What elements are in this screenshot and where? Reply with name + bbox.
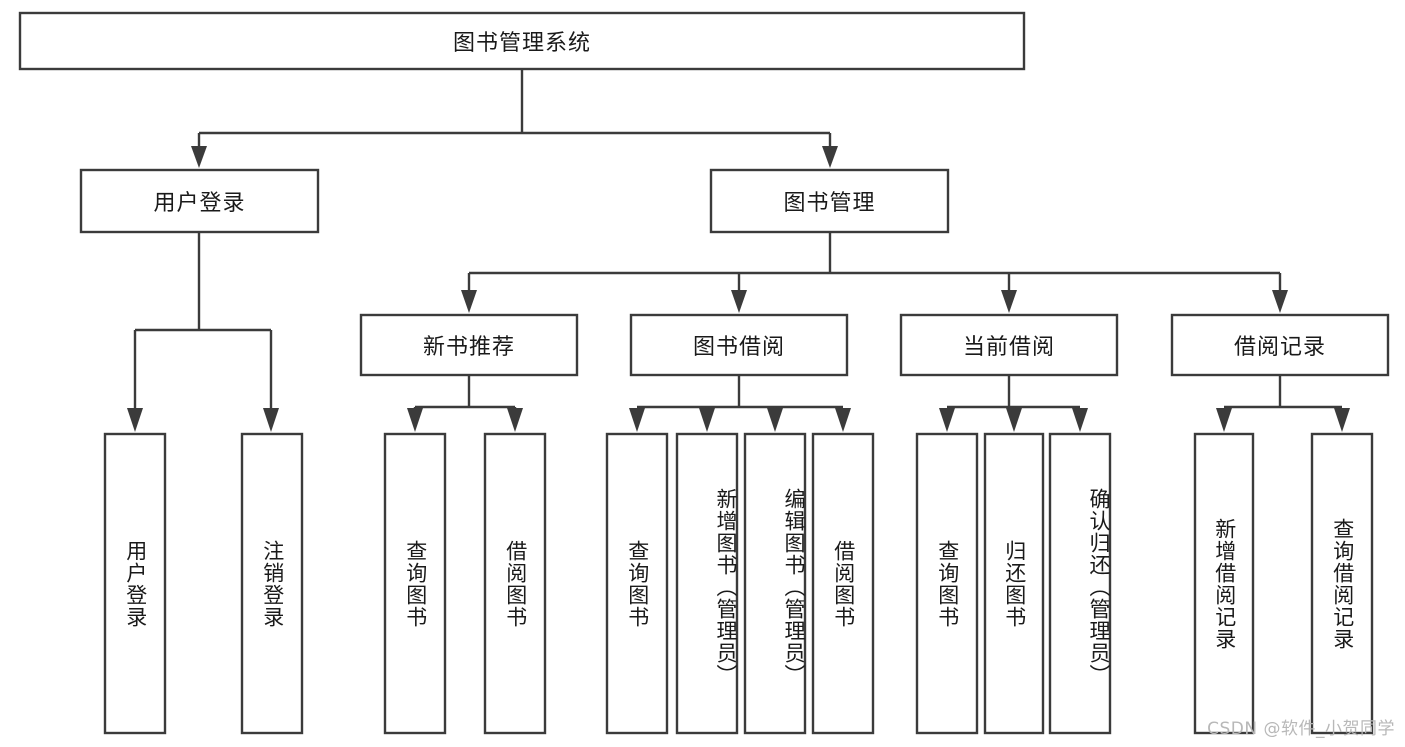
connector-group-bookmanage — [461, 232, 1288, 313]
node-box-leaf-borrow-book-2[interactable] — [811, 432, 875, 735]
connector-group-newbook — [407, 375, 523, 432]
arrow-root-to-userlogin — [191, 146, 207, 168]
node-box-new-book-recommend[interactable] — [359, 313, 579, 377]
node-box-leaf-query-book-2[interactable] — [605, 432, 669, 735]
arrow-borrowrecord-leaf-1 — [1216, 408, 1232, 432]
node-box-leaf-add-book[interactable] — [675, 432, 739, 735]
arrow-bm-to-bookborrow — [731, 290, 747, 313]
arrow-currentborrow-leaf-2 — [1006, 408, 1022, 432]
node-box-leaf-query-book-1[interactable] — [383, 432, 447, 735]
connector-group-userlogin — [127, 232, 279, 432]
node-box-current-borrow[interactable] — [899, 313, 1119, 377]
arrow-currentborrow-leaf-3 — [1072, 408, 1088, 432]
connector-group-currentborrow — [939, 375, 1088, 432]
arrow-bookborrow-leaf-2 — [699, 408, 715, 432]
arrow-newbook-leaf-1 — [407, 408, 423, 432]
arrow-bm-to-currentborrow — [1001, 290, 1017, 313]
csdn-watermark: CSDN @软件_小贺同学 — [1207, 719, 1395, 739]
node-box-leaf-user-login[interactable] — [103, 432, 167, 735]
arrow-userlogin-leaf-1 — [127, 408, 143, 432]
node-box-book-manage[interactable] — [709, 168, 950, 234]
arrow-userlogin-leaf-2 — [263, 408, 279, 432]
arrow-bookborrow-leaf-3 — [767, 408, 783, 432]
connector-group-borrowrecord — [1216, 375, 1350, 432]
node-box-leaf-borrow-book-1[interactable] — [483, 432, 547, 735]
node-box-book-borrow[interactable] — [629, 313, 849, 377]
connector-group-bookborrow — [629, 375, 851, 432]
node-box-leaf-query-book-3[interactable] — [915, 432, 979, 735]
arrow-currentborrow-leaf-1 — [939, 408, 955, 432]
arrow-bookborrow-leaf-1 — [629, 408, 645, 432]
arrow-bm-to-borrowrecord — [1272, 290, 1288, 313]
connector-group-root — [191, 69, 838, 168]
arrow-root-to-bookmanage — [822, 146, 838, 168]
arrow-bm-to-newbook — [461, 290, 477, 313]
arrow-bookborrow-leaf-4 — [835, 408, 851, 432]
arrow-newbook-leaf-2 — [507, 408, 523, 432]
node-box-leaf-edit-book[interactable] — [743, 432, 807, 735]
node-box-leaf-add-record[interactable] — [1193, 432, 1255, 735]
node-box-leaf-confirm-return[interactable] — [1048, 432, 1112, 735]
node-box-borrow-record[interactable] — [1170, 313, 1390, 377]
node-box-leaf-query-record[interactable] — [1310, 432, 1374, 735]
node-box-leaf-return-book[interactable] — [983, 432, 1045, 735]
node-box-leaf-logout[interactable] — [240, 432, 304, 735]
node-box-root[interactable] — [18, 11, 1026, 71]
node-box-user-login[interactable] — [79, 168, 320, 234]
arrow-borrowrecord-leaf-2 — [1334, 408, 1350, 432]
